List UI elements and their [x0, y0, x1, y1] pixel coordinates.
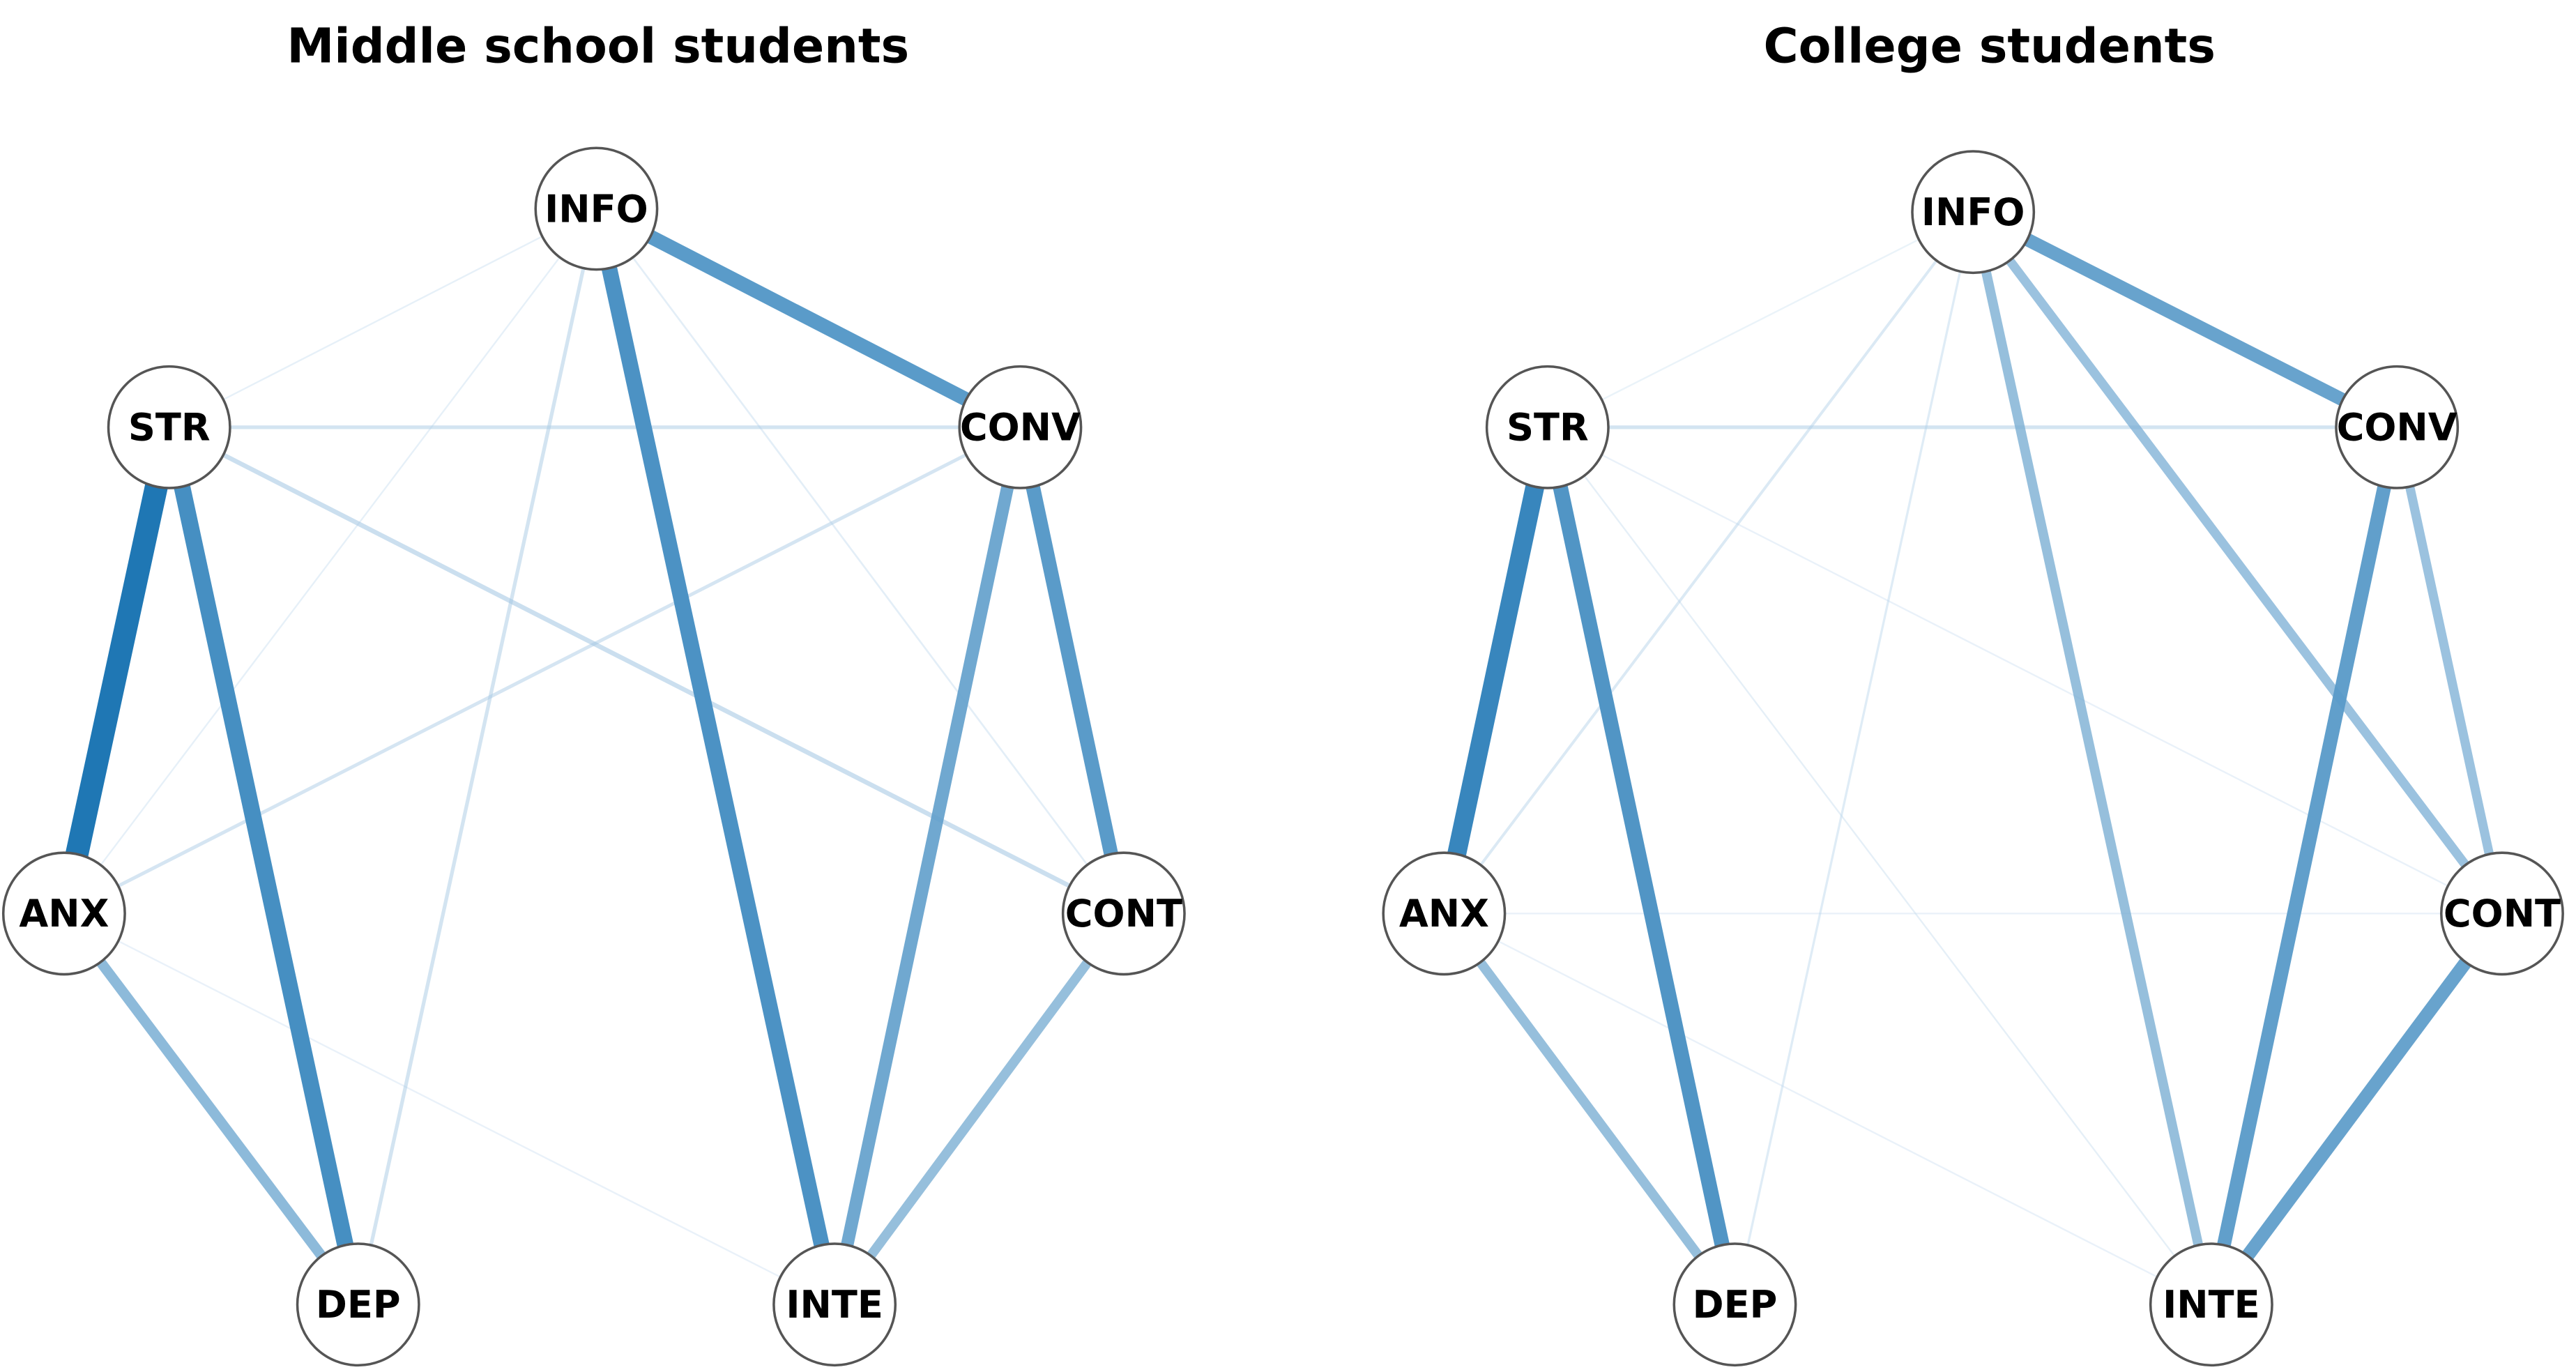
- edge-str-cont: [1547, 426, 2503, 915]
- node-cont: CONT: [1061, 851, 1186, 976]
- edge-anx-inte: [63, 913, 835, 1306]
- node-circle: [1911, 150, 2036, 275]
- node-dep: DEP: [1672, 1242, 1797, 1367]
- node-conv: CONV: [958, 365, 1083, 489]
- node-label: CONT: [1065, 892, 1182, 936]
- node-label: DEP: [316, 1283, 401, 1327]
- node-label: CONV: [960, 406, 1081, 450]
- edge-anx-dep: [59, 910, 363, 1308]
- node-circle: [1061, 851, 1186, 976]
- node-circle: [2149, 1242, 2273, 1367]
- network-middle-school: INFO STR CONV ANX CONT DEP INTE: [1, 146, 1186, 1367]
- node-label: DEP: [1693, 1283, 1778, 1327]
- edge-info-inte: [1968, 211, 2216, 1306]
- node-circle: [2439, 851, 2564, 976]
- edge-conv-cont: [2392, 426, 2507, 915]
- node-str: STR: [107, 365, 231, 489]
- node-circle: [772, 1242, 897, 1367]
- node-dep: DEP: [296, 1242, 420, 1367]
- edge-str-cont: [168, 425, 1125, 916]
- node-label: ANX: [1399, 892, 1489, 936]
- edge-info-cont: [595, 208, 1125, 915]
- edge-conv-inte: [2204, 425, 2404, 1306]
- title-college: College students: [1763, 20, 2216, 75]
- node-cont: CONT: [2439, 851, 2564, 976]
- node-label: STR: [1507, 406, 1589, 450]
- node-circle: [1485, 365, 1610, 489]
- node-str: STR: [1485, 365, 1610, 489]
- edge-conv-cont: [1013, 425, 1131, 915]
- node-label: ANX: [19, 892, 109, 936]
- edge-info-conv: [593, 202, 1024, 434]
- edge-cont-inte: [2206, 909, 2508, 1309]
- edge-cont-inte: [830, 910, 1128, 1308]
- edge-anx-info: [1442, 211, 1974, 915]
- edge-anx-dep: [1440, 910, 1739, 1308]
- node-inte: INTE: [772, 1242, 897, 1367]
- node-label: CONT: [2444, 892, 2561, 936]
- edge-info-dep: [1733, 211, 1974, 1305]
- edge-info-inte: [588, 207, 843, 1306]
- edge-info-str: [1547, 211, 1974, 428]
- node-label: INTE: [2163, 1283, 2260, 1327]
- node-circle: [1382, 851, 1507, 976]
- node-label: INTE: [786, 1283, 883, 1327]
- node-label: STR: [128, 406, 211, 450]
- node-inte: INTE: [2149, 1242, 2273, 1367]
- edge-str-dep: [1540, 425, 1742, 1306]
- edge-anx-conv: [63, 425, 1021, 915]
- edge-info-dep: [356, 208, 598, 1305]
- title-middle-school: Middle school students: [287, 20, 909, 75]
- node-circle: [107, 365, 231, 489]
- edge-anx-inte: [1443, 913, 2212, 1306]
- node-circle: [1, 851, 126, 976]
- node-circle: [534, 146, 659, 271]
- network-college: INFO STR CONV ANX CONT DEP INTE: [1382, 150, 2564, 1367]
- edge-info-cont: [1969, 209, 2506, 917]
- edge-str-anx: [52, 425, 181, 916]
- node-anx: ANX: [1382, 851, 1507, 976]
- edge-str-anx: [1435, 425, 1557, 916]
- edge-info-conv: [1969, 206, 2400, 434]
- node-info: INFO: [534, 146, 659, 271]
- edge-info-str: [169, 208, 597, 428]
- edge-conv-inte: [828, 425, 1027, 1306]
- node-anx: ANX: [1, 851, 126, 976]
- node-circle: [2335, 365, 2460, 489]
- node-label: INFO: [544, 187, 648, 231]
- edge-info-anx: [63, 208, 597, 915]
- node-label: CONV: [2337, 406, 2457, 450]
- edge-str-inte: [1546, 427, 2212, 1305]
- node-conv: CONV: [2335, 365, 2460, 489]
- node-circle: [1672, 1242, 1797, 1367]
- node-circle: [958, 365, 1083, 489]
- edge-str-dep: [161, 425, 367, 1306]
- node-label: INFO: [1921, 190, 2025, 234]
- node-circle: [296, 1242, 420, 1367]
- node-info: INFO: [1911, 150, 2036, 275]
